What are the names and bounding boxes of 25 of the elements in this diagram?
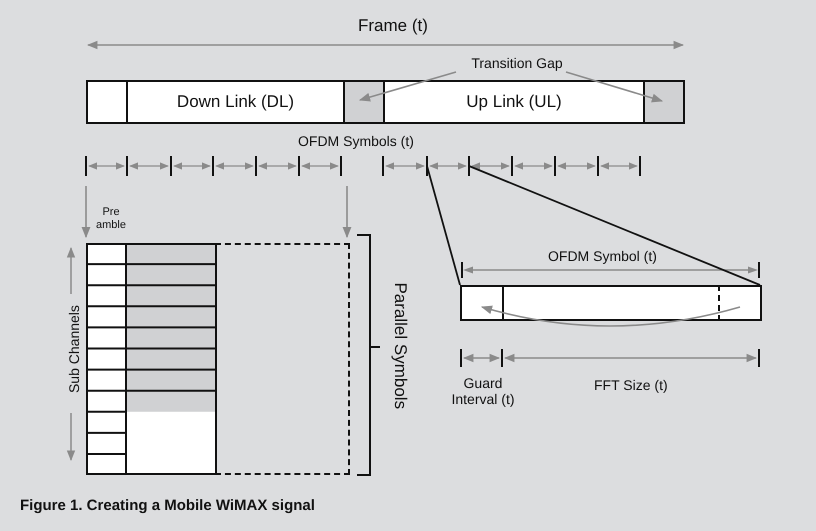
segment-box	[460, 285, 760, 321]
figure-caption: Figure 1. Creating a Mobile WiMAX signal	[20, 497, 315, 514]
axis-label: Sub Channels	[66, 304, 82, 396]
leader-arrow	[358, 71, 456, 102]
dimension-label: Frame (t)	[358, 16, 428, 36]
arrow	[342, 186, 352, 238]
dimension-label: Parallel Symbols	[390, 281, 410, 411]
frame-segment: Up Link (UL)	[383, 80, 645, 124]
dimension-label: FFT Size (t)	[594, 377, 668, 394]
leader-arrow	[566, 71, 664, 102]
segment-box	[86, 80, 128, 124]
column-label: Pre amble	[95, 206, 127, 232]
dimension-label: Guard Interval (t)	[450, 375, 516, 408]
dimension-label: OFDM Symbols (t)	[298, 133, 414, 150]
dimension-label: OFDM Symbol (t)	[548, 248, 657, 264]
arrow	[82, 186, 90, 238]
frame-segment: Down Link (DL)	[126, 80, 345, 124]
segment-box	[343, 80, 385, 124]
segment-box	[643, 80, 685, 124]
callout-text: Transition Gap	[462, 54, 572, 72]
zoom-line	[426, 166, 461, 286]
curved-arrow	[480, 305, 740, 327]
parallel-symbol-frame	[86, 243, 350, 475]
segment-box	[718, 285, 762, 321]
zoom-line	[468, 165, 760, 286]
